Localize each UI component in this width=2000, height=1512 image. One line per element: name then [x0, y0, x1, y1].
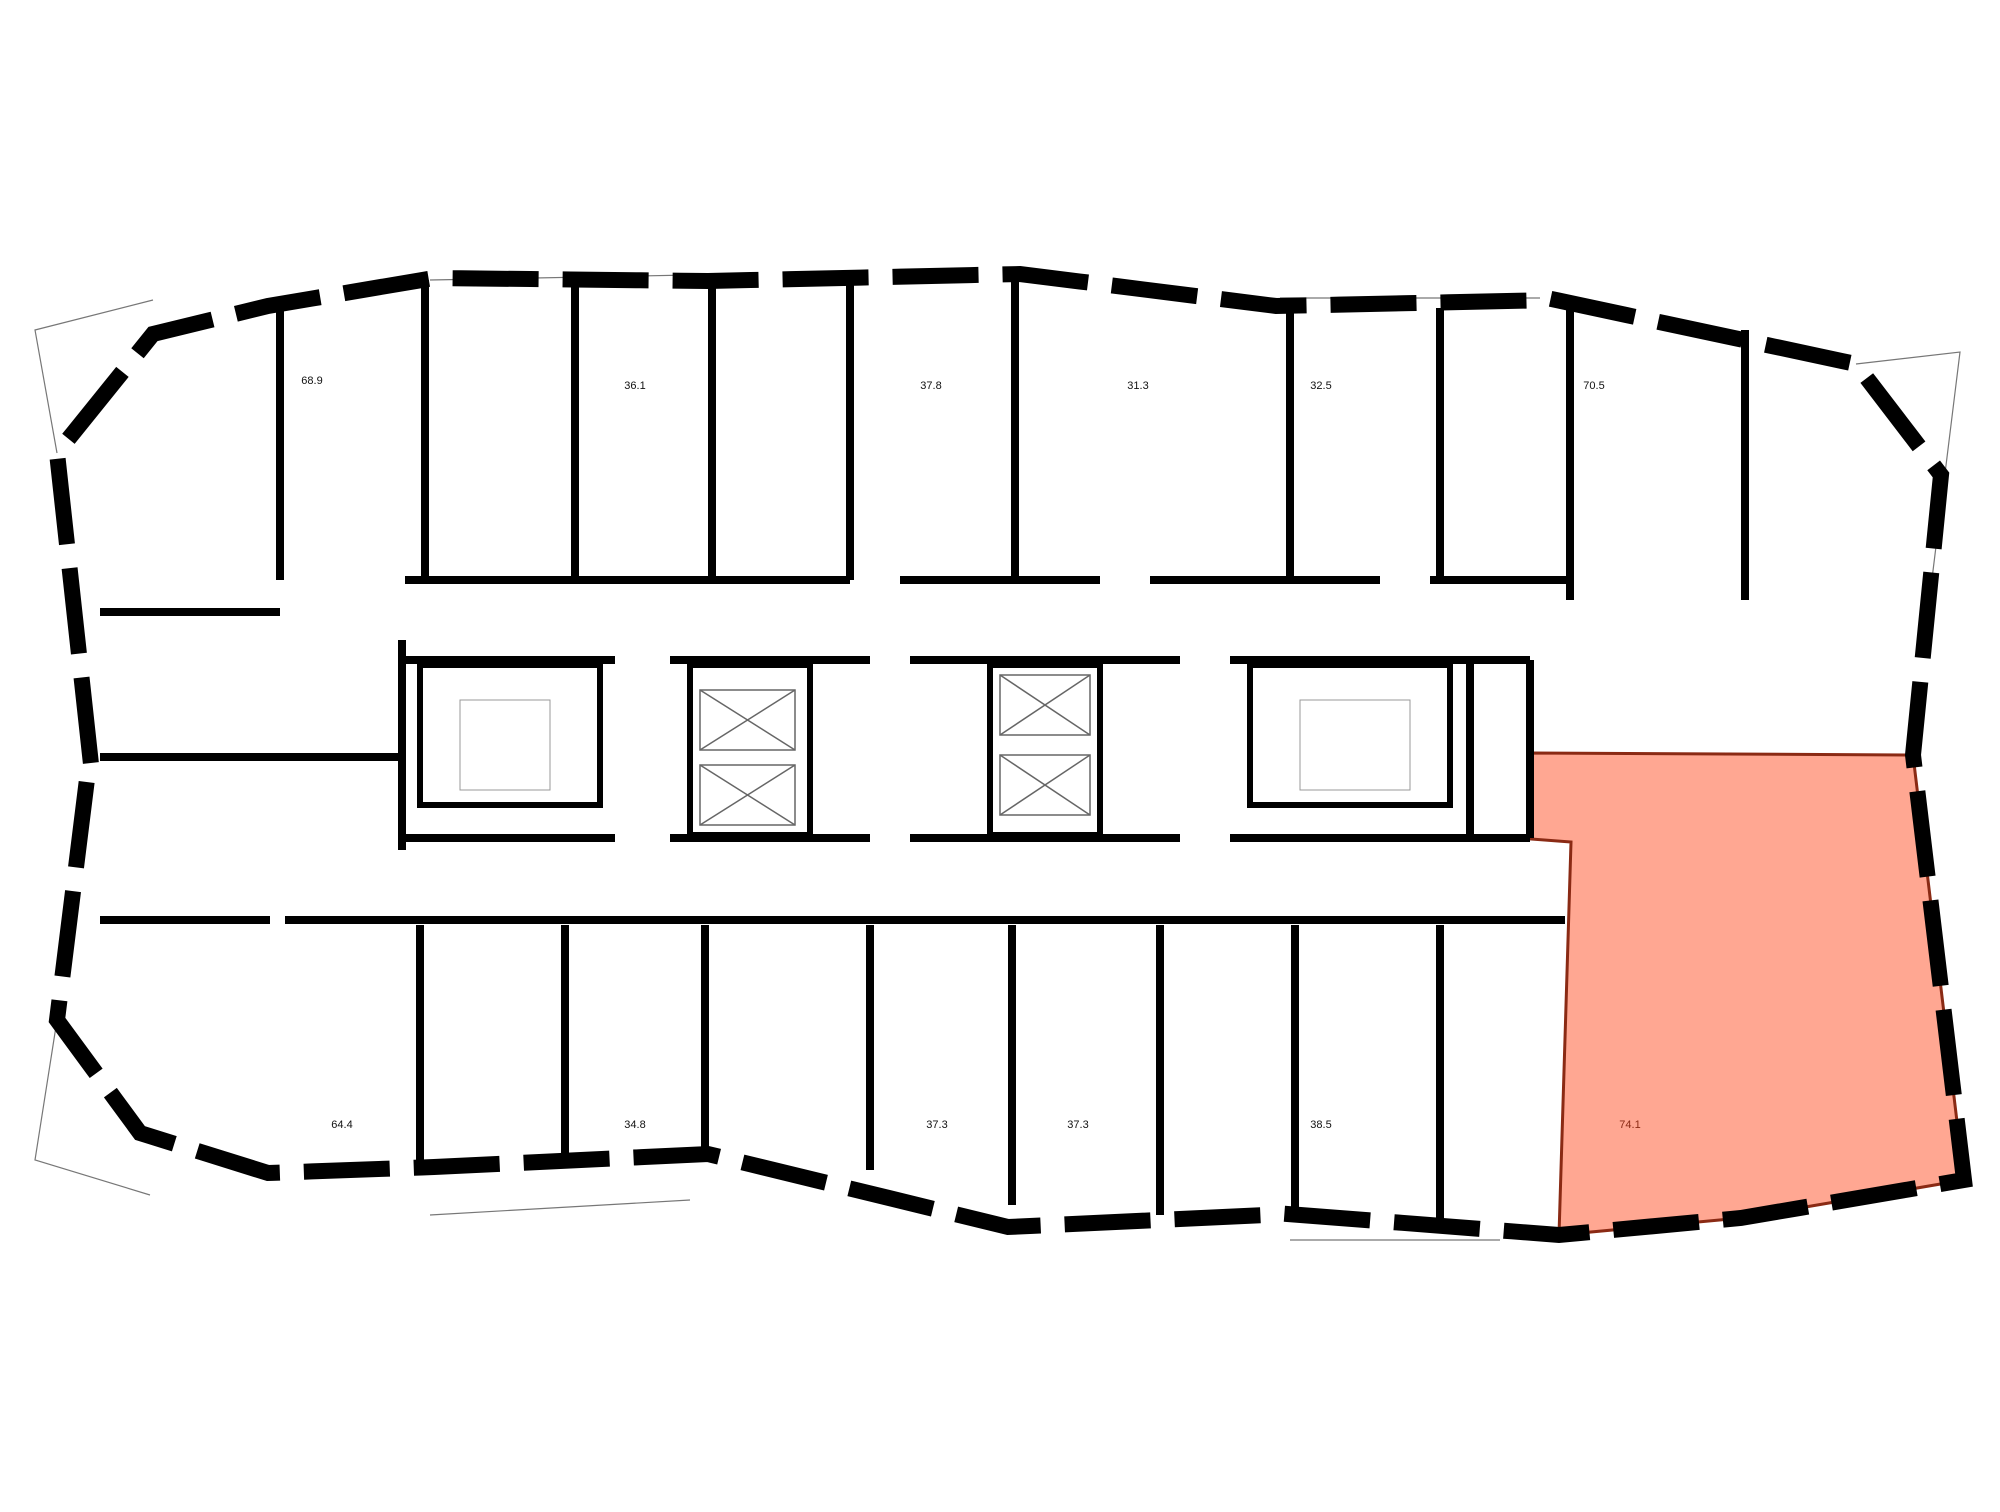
unit-area-label: 64.4 — [331, 1119, 352, 1131]
cores — [417, 662, 1453, 838]
unit-area-label: 37.3 — [1067, 1119, 1088, 1131]
unit-area-label: 38.5 — [1310, 1119, 1331, 1131]
unit-area-label: 31.3 — [1127, 380, 1148, 392]
unit-area-label: 68.9 — [301, 375, 322, 387]
unit-area-label: 37.8 — [920, 380, 941, 392]
unit-area-label: 37.3 — [926, 1119, 947, 1131]
unit-area-label: 70.5 — [1583, 380, 1604, 392]
outer-wall — [48, 265, 1973, 1244]
elevators — [699, 674, 1091, 826]
unit-area-label: 36.1 — [624, 380, 645, 392]
stairs — [459, 699, 1411, 791]
interior-walls — [100, 275, 1749, 1220]
highlighted-unit-area-label: 74.1 — [1619, 1119, 1640, 1131]
unit-area-label: 34.8 — [624, 1119, 645, 1131]
unit-area-label: 32.5 — [1310, 380, 1331, 392]
highlighted-apartment-74-1[interactable] — [1529, 751, 1966, 1237]
